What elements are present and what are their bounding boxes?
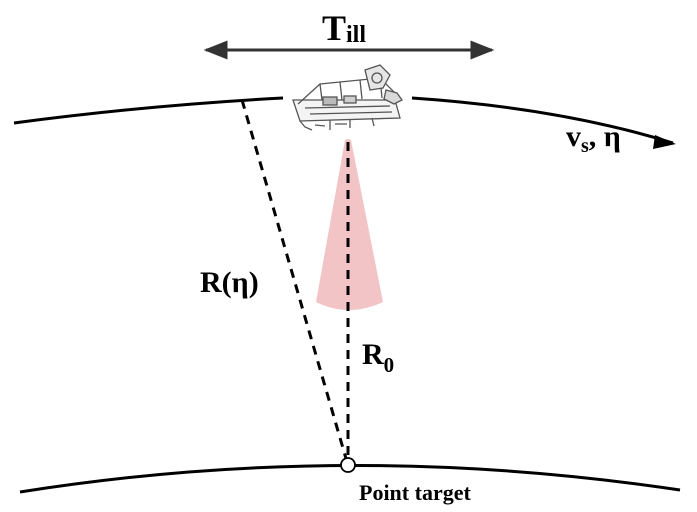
orbit-direction-arrow [653, 135, 676, 149]
illumination-time-label: Till [322, 8, 366, 48]
velocity-label: vs, η [566, 120, 621, 157]
satellite-icon [292, 64, 403, 131]
orbit-arc-left [13, 96, 284, 125]
point-target-marker [340, 457, 356, 473]
point-target-label: Point target [359, 480, 471, 505]
orbit-arc-right [411, 96, 674, 145]
range-eta-label: R(η) [200, 266, 259, 299]
closest-range-label: R0 [362, 338, 394, 377]
